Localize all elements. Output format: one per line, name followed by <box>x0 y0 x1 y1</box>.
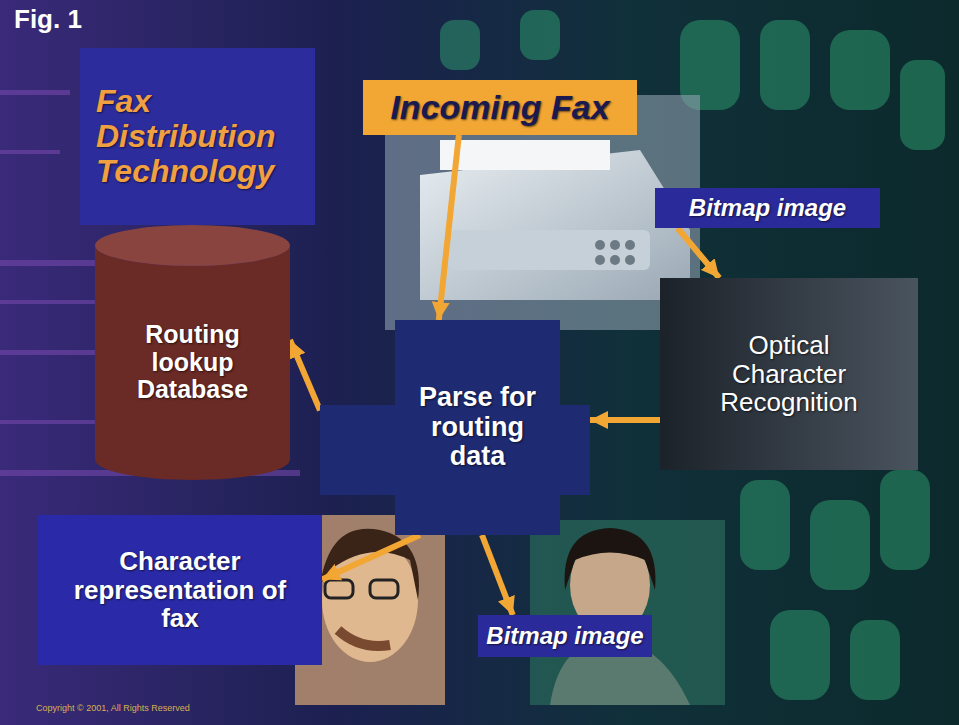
node-text: Routing lookup Database <box>128 321 258 404</box>
node-text: Parse for routing data <box>415 383 540 472</box>
output-box: Character representation of fax <box>38 515 322 665</box>
flow-arrow <box>678 228 720 278</box>
copyright-note: Copyright © 2001, All Rights Reserved <box>36 703 190 713</box>
node-text: Bitmap image <box>689 195 846 221</box>
title-box: Fax Distribution Technology <box>80 48 315 225</box>
flow-arrow <box>322 535 420 580</box>
flow-arrow <box>482 535 513 615</box>
node-text: Character representation of fax <box>70 547 290 633</box>
node-text: Optical Character Recognition <box>699 331 879 417</box>
node-text: Incoming Fax <box>390 89 609 126</box>
figure-number: Fig. 1 <box>14 4 82 35</box>
node-text: Bitmap image <box>486 623 643 649</box>
source-box: Incoming Fax <box>363 80 637 135</box>
flow-arrow <box>290 340 320 411</box>
format-tag: Bitmap image <box>478 615 652 657</box>
node-text: Fax Distribution Technology <box>96 84 299 190</box>
process-cross: Parse for routing data <box>320 320 590 535</box>
process-box: Optical Character Recognition <box>660 278 918 470</box>
format-tag: Bitmap image <box>655 188 880 228</box>
database-cylinder: Routing lookup Database <box>95 225 290 480</box>
flow-arrow <box>590 417 660 423</box>
flow-arrow <box>439 135 459 320</box>
